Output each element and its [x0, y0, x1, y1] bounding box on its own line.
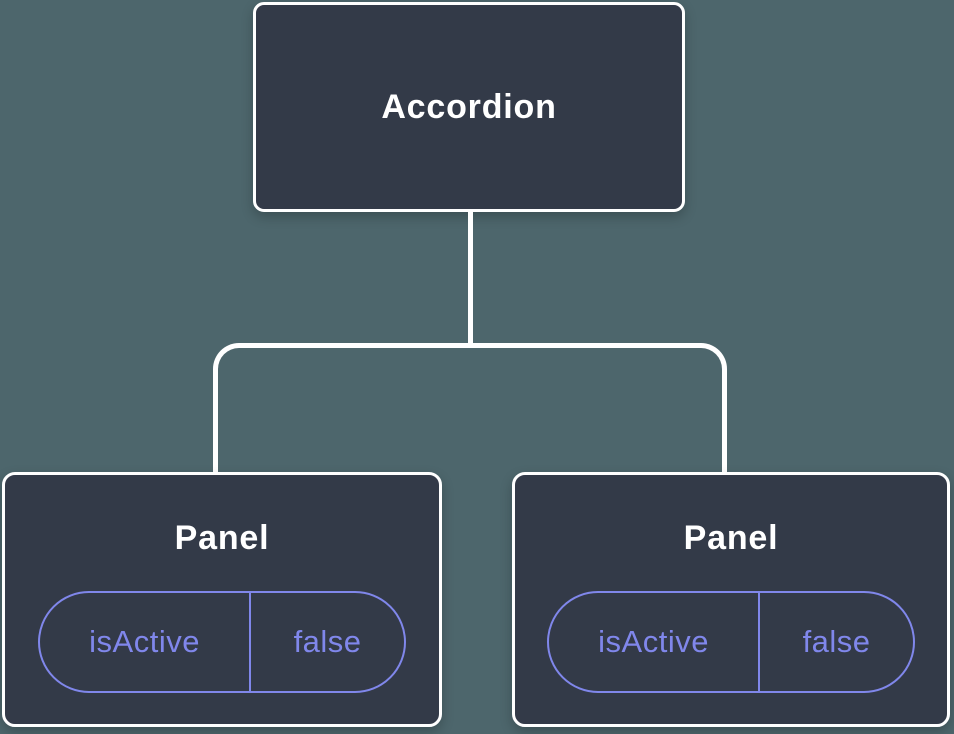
prop-badge-1: isActive false: [38, 591, 406, 693]
node-accordion-label: Accordion: [381, 87, 557, 126]
prop-value-2: false: [802, 624, 871, 659]
node-panel-1-label: Panel: [174, 519, 270, 557]
node-accordion: Accordion: [253, 2, 685, 212]
node-panel-2-label: Panel: [683, 519, 779, 557]
node-panel-1: Panel isActive false: [2, 472, 442, 727]
prop-badge-2: isActive false: [547, 591, 915, 693]
prop-name-1: isActive: [40, 593, 252, 691]
prop-value-1: false: [293, 624, 362, 659]
connector-branch-bracket: [213, 343, 727, 472]
connector-stem: [468, 210, 473, 345]
prop-name-2: isActive: [549, 593, 761, 691]
node-panel-2: Panel isActive false: [512, 472, 950, 727]
